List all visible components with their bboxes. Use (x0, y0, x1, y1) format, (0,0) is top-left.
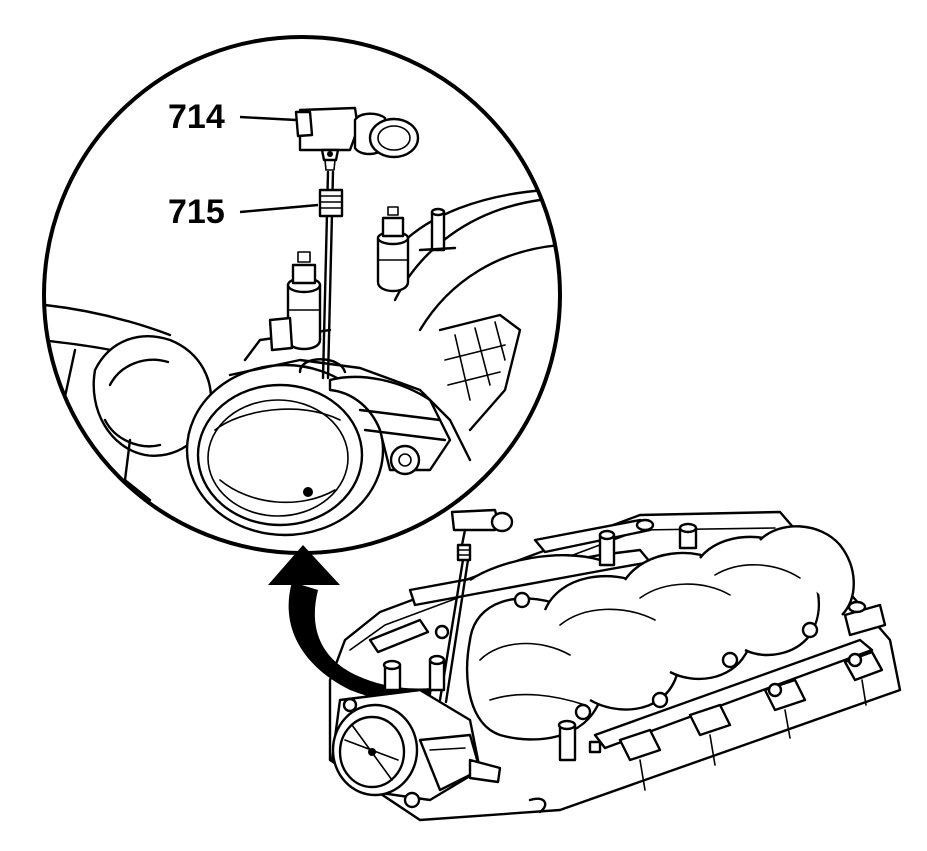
sensor-714 (294, 106, 420, 171)
leader-line-714 (239, 115, 297, 122)
seal-715 (318, 188, 344, 218)
zoom-arrow (268, 545, 432, 704)
leader-line-715 (239, 203, 319, 214)
callout-715: 715 (168, 193, 225, 231)
mounting-bosses (434, 591, 863, 721)
intake-manifold (328, 508, 902, 822)
callout-714: 714 (168, 98, 225, 136)
throttle-body (330, 688, 502, 809)
manifold-runners (465, 525, 855, 741)
detail-view: 714 715 (42, 35, 562, 555)
manifold-sensor (438, 508, 514, 704)
